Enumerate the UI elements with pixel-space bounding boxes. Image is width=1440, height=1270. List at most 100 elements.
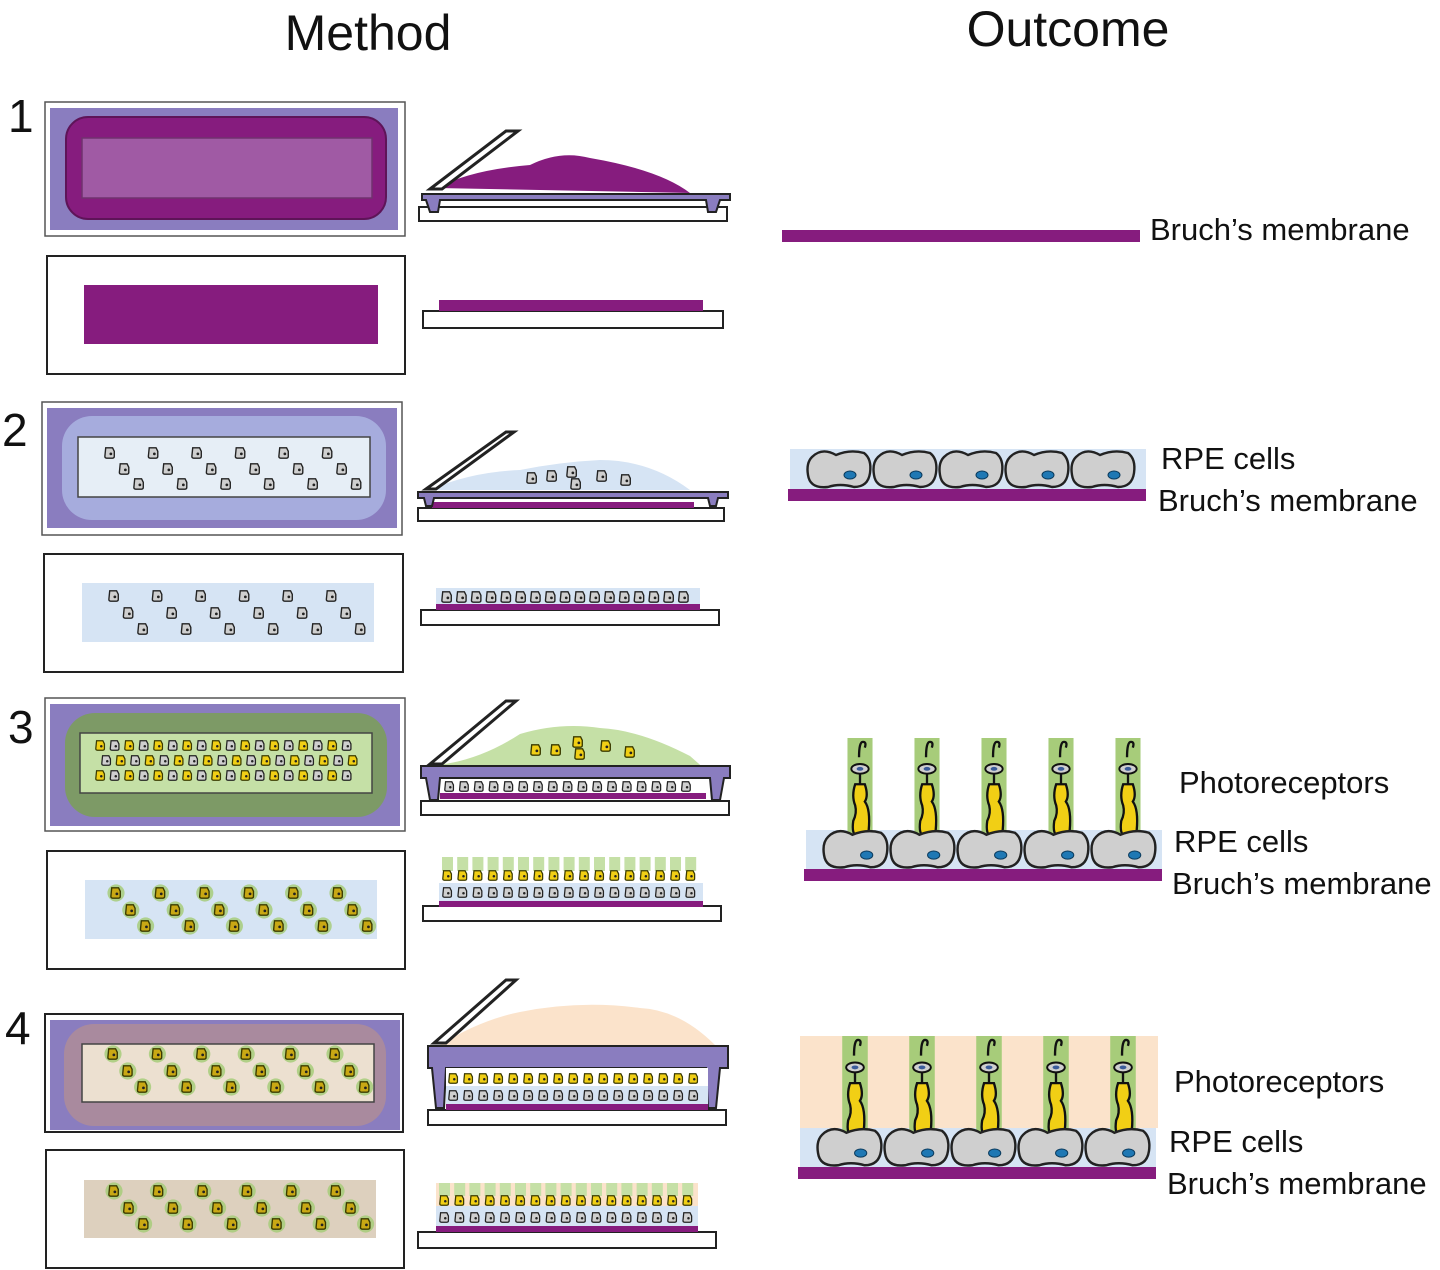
rpe-cell	[648, 591, 660, 603]
bruch-membrane-layer	[782, 230, 1140, 242]
bruch-membrane-label: Bruch’s membrane	[1150, 212, 1410, 247]
photoreceptor-cell	[530, 744, 541, 756]
photoreceptor-cell	[606, 1195, 617, 1206]
rpe-cell	[583, 1090, 594, 1101]
photoreceptor-cell	[530, 1195, 541, 1206]
rpe-cell	[673, 1090, 684, 1101]
mixed-cell	[240, 740, 251, 751]
rpe-cell	[1084, 1127, 1151, 1167]
rpe-cell	[544, 591, 556, 603]
rpe-cell	[307, 478, 318, 490]
rpe-cell	[621, 781, 632, 792]
photoreceptor-cell	[499, 1195, 510, 1206]
photoreceptor-cell	[104, 1181, 124, 1201]
photoreceptor-cell	[515, 1195, 526, 1206]
mixed-cell	[225, 770, 236, 781]
rpe-cell	[533, 887, 544, 898]
rpe-cell	[278, 447, 289, 459]
rpe-cell	[577, 781, 588, 792]
rod-segment	[487, 857, 499, 871]
step-number: 1	[8, 90, 34, 142]
photoreceptor	[980, 736, 1008, 846]
photoreceptor-cell	[613, 1073, 624, 1084]
photoreceptor-cell	[673, 1073, 684, 1084]
mixed-cell	[225, 740, 236, 751]
mixed-cell	[312, 770, 323, 781]
mixed-cell	[231, 755, 242, 766]
mixed-cell	[159, 755, 170, 766]
rpe-cell	[639, 887, 650, 898]
rod-segment	[515, 1183, 526, 1196]
photoreceptor	[846, 736, 874, 846]
rpe-cell	[532, 781, 543, 792]
photoreceptor-cell	[210, 900, 229, 920]
photoreceptor-cell	[136, 916, 155, 936]
photoreceptor-cell	[560, 1195, 571, 1206]
photoreceptor-cell	[448, 1073, 459, 1084]
rod-segment	[651, 1183, 663, 1196]
mixed-cell	[138, 740, 149, 751]
rod-segment	[624, 857, 636, 871]
rpe-cell	[1090, 829, 1157, 869]
rpe-cell	[654, 887, 665, 898]
photoreceptor-cell	[670, 870, 681, 881]
outcome-2: RPE cells Bruch’s membrane	[788, 441, 1418, 518]
rpe-cell	[508, 1090, 519, 1101]
photoreceptor-cell	[548, 870, 559, 881]
step-2: 2 RPE cells Bruch’s membrane	[2, 401, 1418, 673]
rpe-cell	[470, 591, 482, 603]
rpe-cell	[806, 450, 872, 489]
photoreceptor-cell	[225, 916, 244, 936]
photoreceptor-cell	[310, 1077, 330, 1097]
mixed-cell	[153, 740, 164, 751]
rpe-cell	[487, 887, 498, 898]
photoreceptor-cell	[223, 1214, 242, 1234]
mixed-cell	[202, 755, 213, 766]
bruch-membrane-label: Bruch’s membrane	[1167, 1166, 1427, 1201]
photoreceptor	[1114, 736, 1142, 846]
rpe-cell	[147, 447, 159, 459]
mixed-cell	[327, 740, 338, 751]
rpe-cell	[502, 887, 513, 898]
photoreceptor	[1042, 1034, 1070, 1146]
photoreceptor-cell	[266, 1077, 286, 1097]
mixed-cell	[327, 770, 338, 781]
photoreceptor-cell	[178, 1214, 198, 1234]
rpe-cell	[336, 463, 347, 475]
photoreceptor-cell	[654, 870, 665, 881]
rpe-cell	[518, 887, 529, 898]
rpe-cells-label: RPE cells	[1161, 441, 1295, 476]
step-number: 2	[2, 404, 28, 456]
rod-segment	[442, 857, 453, 871]
mixed-cell	[254, 740, 265, 751]
rpe-cell	[613, 1090, 624, 1101]
outcome-3: Photoreceptors RPE cells Bruch’s membran…	[804, 736, 1432, 901]
photoreceptor-cell	[533, 870, 544, 881]
bruch-membrane-layer	[804, 869, 1162, 881]
photoreceptor	[975, 1034, 1003, 1146]
rpe-cell	[263, 478, 275, 490]
rod-segment	[502, 857, 514, 871]
rpe-cell	[560, 1212, 571, 1223]
step-3: 3 Photoreceptors RPE cells Bru	[8, 697, 1432, 970]
rpe-cell	[340, 607, 351, 619]
rpe-cell	[162, 463, 173, 475]
mixed-cell	[254, 770, 265, 781]
rpe-cell	[151, 590, 163, 602]
mixed-cell	[173, 755, 184, 766]
photoreceptor-cell	[594, 870, 605, 881]
rpe-cell	[872, 450, 938, 489]
rod-segment	[670, 857, 681, 871]
rpe-cell	[195, 590, 206, 602]
rpe-cell	[651, 781, 662, 792]
photoreceptors-label: Photoreceptors	[1174, 1064, 1384, 1099]
mixed-cell	[269, 740, 280, 751]
mixed-cell	[240, 770, 251, 781]
mixed-cell	[196, 740, 207, 751]
mixed-cell	[153, 770, 164, 781]
photoreceptor-cell	[463, 1073, 474, 1084]
mixed-cell	[167, 740, 178, 751]
photoreceptor	[1047, 736, 1075, 846]
photoreceptor-cell	[208, 1198, 227, 1218]
